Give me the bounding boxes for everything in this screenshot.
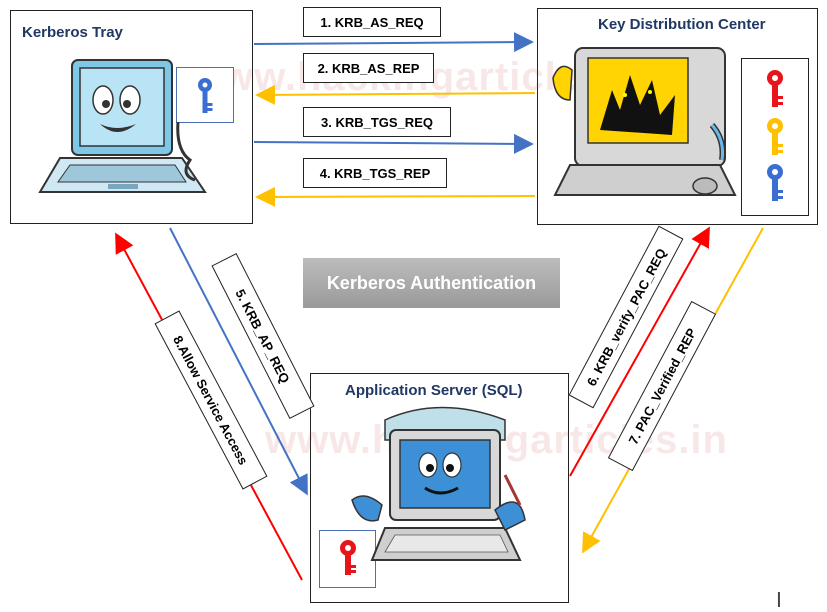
server-computer-icon: [351, 406, 526, 561]
key-icon: [340, 540, 356, 575]
key-icon: [767, 118, 783, 155]
msg-as-req-label: 1. KRB_AS_REQ: [303, 7, 441, 37]
computer-icon: [552, 47, 737, 196]
arrow-verify-pac-req: [569, 226, 710, 477]
cerberus-icon: [600, 75, 675, 135]
laptop-icon: [38, 59, 207, 193]
key-icon: [198, 78, 213, 113]
text-cursor-icon: I: [776, 588, 782, 612]
key-icon: [767, 70, 783, 107]
banner-title: Kerberos Authentication: [303, 258, 560, 308]
arrow-tgs-rep: [255, 186, 536, 207]
app-server-title: Application Server (SQL): [345, 382, 523, 399]
msg-tgs-req-label: 3. KRB_TGS_REQ: [303, 107, 451, 137]
kerberos-tray-title: Kerberos Tray: [22, 24, 123, 41]
arrow-as-req: [253, 32, 534, 53]
arrow-ap-req: [169, 227, 308, 496]
arrow-as-rep: [255, 84, 536, 105]
msg-tgs-rep-label: 4. KRB_TGS_REP: [303, 158, 447, 188]
arrow-tgs-req: [253, 133, 534, 154]
key-icon: [767, 164, 783, 201]
msg-as-rep-label: 2. KRB_AS_REP: [303, 53, 434, 83]
kdc-title: Key Distribution Center: [598, 16, 766, 33]
